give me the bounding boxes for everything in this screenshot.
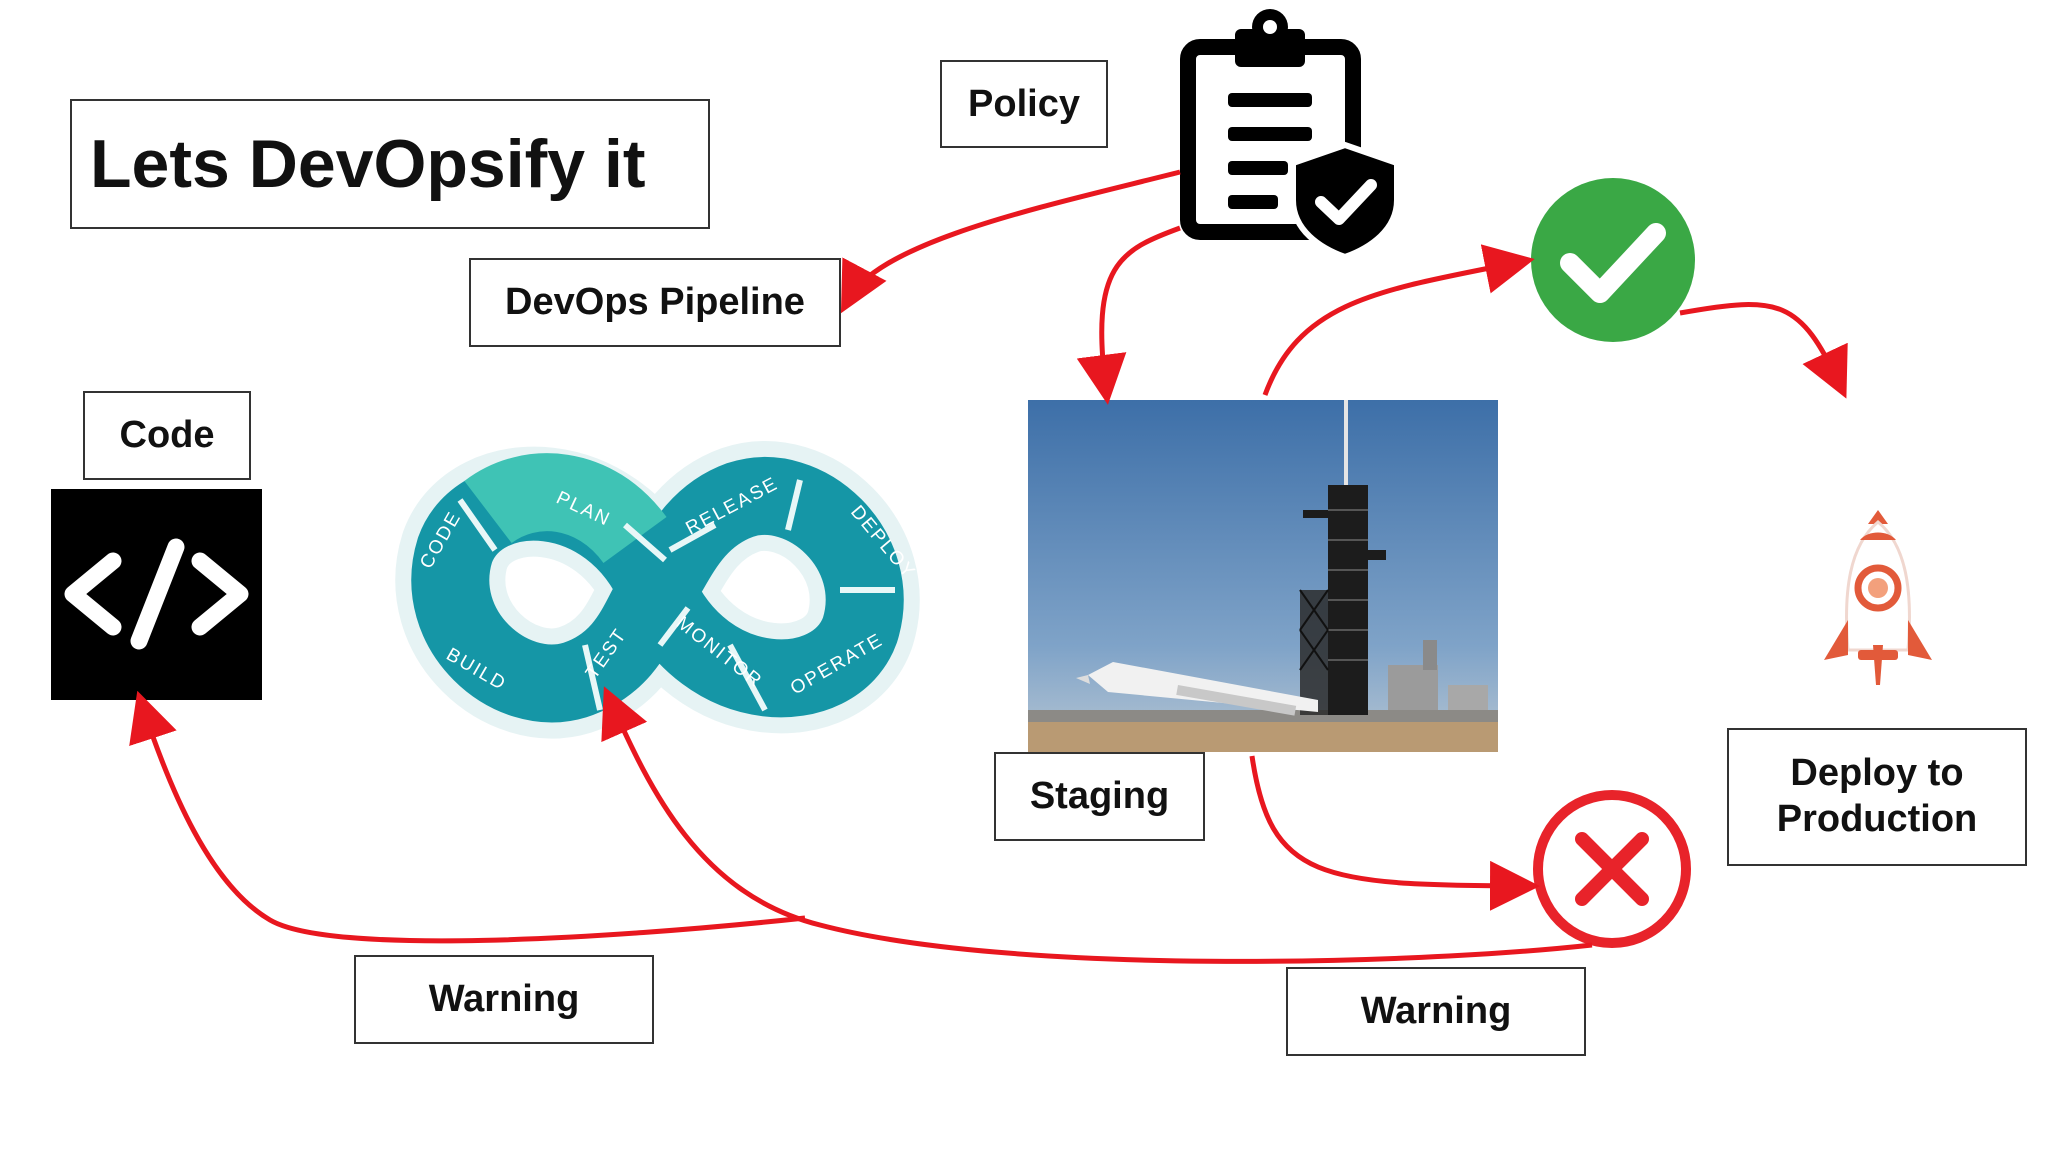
code-label: Code	[83, 391, 251, 480]
arrow-warning-to-code	[129, 690, 806, 944]
clipboard-shield-icon	[1180, 5, 1405, 261]
page-title: Lets DevOpsify it	[70, 99, 710, 229]
arrow-policy-to-pipeline	[840, 169, 1181, 314]
policy-label: Policy	[940, 60, 1108, 148]
devops-infinity-loop: CODE PLAN BUILD TEST RELEASE DEPLOY MONI…	[370, 440, 945, 740]
deploy-to-production-label: Deploy to Production	[1727, 728, 2027, 866]
code-brackets-icon	[51, 489, 262, 700]
warning-label-right: Warning	[1286, 967, 1586, 1056]
staging-label: Staging	[994, 752, 1205, 841]
arrow-staging-to-success	[1262, 244, 1535, 396]
rocket-icon	[1818, 510, 1938, 690]
check-circle-icon	[1528, 175, 1698, 345]
x-circle-icon	[1532, 789, 1692, 949]
warning-label-left: Warning	[354, 955, 654, 1044]
arrow-success-to-production	[1679, 302, 1848, 399]
staging-launchpad-photo	[1028, 400, 1498, 752]
arrow-policy-to-staging	[1076, 225, 1181, 405]
arrow-staging-to-failure	[1249, 755, 1540, 911]
devops-pipeline-label: DevOps Pipeline	[469, 258, 841, 347]
